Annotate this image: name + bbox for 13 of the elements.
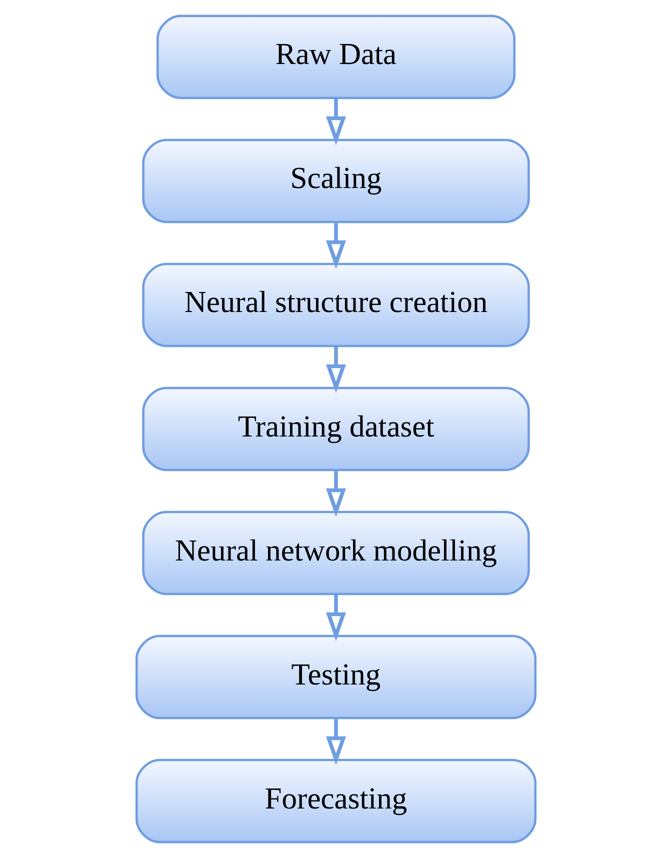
node-box: Raw Data [156, 14, 516, 100]
node-box: Neural structure creation [142, 262, 530, 348]
arrow [325, 98, 346, 145]
node-box: Neural network modelling [142, 510, 530, 596]
arrow [325, 718, 346, 766]
arrow [325, 222, 346, 269]
node-box: Training dataset [142, 386, 530, 472]
node-box: Testing [134, 634, 536, 720]
arrow [325, 470, 346, 518]
arrow [325, 346, 346, 394]
node-box: Scaling [142, 138, 530, 224]
arrow [325, 594, 346, 642]
node-box: Forecasting [134, 758, 536, 844]
